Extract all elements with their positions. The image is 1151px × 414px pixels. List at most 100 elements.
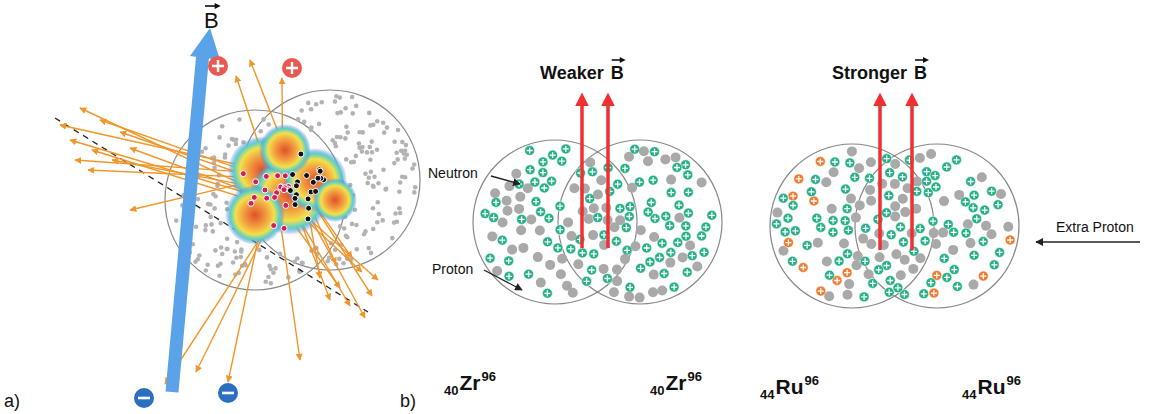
nucleon-dot — [205, 263, 210, 268]
participant-dot — [248, 200, 254, 206]
proton-sign — [941, 255, 947, 261]
neutron-dot — [851, 213, 861, 223]
proton-sign — [685, 189, 691, 195]
neutron-dot — [1003, 222, 1013, 232]
proton-dot — [778, 193, 788, 203]
nucleon-dot — [367, 246, 372, 251]
proton-sign — [774, 221, 780, 227]
extra-proton-dot — [794, 174, 804, 184]
nucleon-dot — [413, 185, 418, 190]
proton-sign — [845, 227, 851, 233]
neutron-dot — [963, 219, 973, 229]
proton-sign — [963, 230, 969, 236]
proton-dot — [874, 265, 884, 275]
proton-sign — [980, 273, 986, 279]
proton-sign — [792, 228, 798, 234]
proton-sign — [544, 290, 550, 296]
nucleon-dot — [265, 255, 270, 260]
neutron-dot — [624, 292, 634, 302]
nucleon-dot — [203, 228, 208, 233]
proton-sign — [982, 207, 988, 213]
proton-sign — [568, 246, 574, 252]
neutron-dot — [898, 194, 908, 204]
proton-dot — [613, 179, 623, 189]
proton-sign — [818, 288, 824, 294]
neutron-dot — [648, 287, 658, 297]
neutron-dot — [847, 146, 857, 156]
neutron-dot — [563, 217, 573, 227]
positive-charge — [208, 56, 302, 78]
nucleon-dot — [371, 206, 376, 211]
neutron-dot — [615, 215, 625, 225]
text-label: Weaker — [540, 64, 604, 82]
proton-dot — [942, 162, 952, 172]
proton-sign — [589, 169, 595, 175]
nucleon-dot — [204, 268, 209, 273]
neutron-dot — [631, 241, 641, 251]
proton-dot — [843, 225, 853, 235]
neutron-dot — [584, 214, 594, 224]
proton-sign — [886, 193, 892, 199]
proton-dot — [593, 213, 603, 223]
proton-sign — [980, 239, 986, 245]
nucleon-dot — [337, 257, 342, 262]
proton-sign — [884, 263, 890, 269]
nucleon-dot — [363, 172, 368, 177]
proton-sign — [785, 215, 791, 221]
neutron-dot — [515, 192, 525, 202]
proton-sign — [532, 179, 538, 185]
nucleon-dot — [372, 175, 377, 180]
proton-sign — [901, 292, 907, 298]
nucleon-dot — [345, 235, 350, 240]
proton-sign — [615, 181, 621, 187]
proton-dot — [582, 276, 592, 286]
nucleon-dot — [344, 157, 349, 162]
nucleon-dot — [393, 211, 398, 216]
proton-sign — [1007, 237, 1013, 243]
neutron-dot — [596, 175, 606, 185]
proton-dot — [504, 271, 514, 281]
proton-dot — [812, 213, 822, 223]
proton-dot — [961, 228, 971, 238]
proton-sign — [989, 188, 995, 194]
text-label: Ru — [775, 376, 803, 397]
text-label: 44 — [962, 388, 976, 401]
nucleon-dot — [309, 107, 314, 112]
proton-sign — [997, 249, 1003, 255]
vector-arrow-head — [923, 57, 929, 63]
participant-dot — [281, 225, 287, 231]
nucleon-dot — [375, 147, 380, 152]
proton-sign — [884, 210, 890, 216]
proton-dot — [980, 205, 990, 215]
proton-sign — [624, 247, 630, 253]
proton-sign — [827, 272, 833, 278]
neutron-dot — [839, 239, 849, 249]
neutron-dot — [866, 157, 876, 167]
proton-sign — [652, 149, 658, 155]
neutron-dot — [853, 251, 863, 261]
proton-sign — [834, 278, 840, 284]
proton-dot — [587, 265, 597, 275]
nucleon-dot — [300, 261, 305, 266]
extra-proton-dot — [815, 157, 825, 167]
neutron-dot — [865, 185, 875, 195]
text-label: 96 — [687, 370, 701, 383]
proton-sign — [933, 184, 939, 190]
proton-sign — [499, 237, 505, 243]
neutron-dot — [503, 206, 513, 216]
proton-sign — [701, 249, 707, 255]
nucleon-dot — [204, 223, 209, 228]
neutron-dot — [526, 215, 536, 225]
proton-dot — [650, 147, 660, 157]
proton-sign — [683, 223, 689, 229]
proton-sign — [685, 210, 691, 216]
collision-b — [473, 98, 1140, 308]
neutron-dot — [573, 259, 583, 269]
neutron-dot — [813, 238, 823, 248]
neutron-dot — [938, 228, 948, 238]
neutron-dot — [900, 207, 910, 217]
proton-sign — [867, 175, 873, 181]
neutron-dot — [487, 231, 497, 241]
nucleon-dot — [226, 143, 231, 148]
nucleon-dot — [342, 226, 347, 231]
